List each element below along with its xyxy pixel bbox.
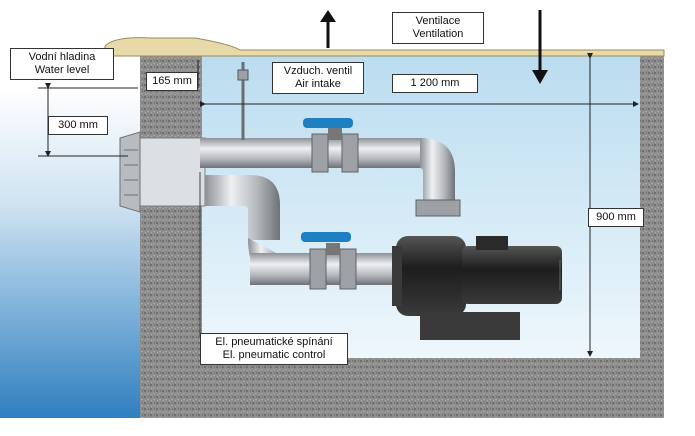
ventilation-label: Ventilace Ventilation (392, 12, 484, 44)
dimension-165mm: 165 mm (146, 72, 198, 91)
dimension-lines (38, 53, 639, 357)
water-level-line2: Water level (34, 64, 90, 76)
ventilation-line1: Ventilace (415, 15, 461, 27)
ventilation-line2: Ventilation (412, 28, 464, 40)
pneumatic-control-line1: El. pneumatické spínání (215, 336, 333, 348)
deck-lid (104, 37, 665, 57)
water-level-label: Vodní hladina Water level (10, 48, 114, 80)
water-level-line1: Vodní hladina (28, 51, 96, 63)
air-intake-line1: Vzduch. ventil (283, 65, 353, 77)
ventilation-arrows (320, 10, 548, 84)
pneumatic-control-line2: El. pneumatic control (222, 349, 326, 361)
air-intake-line2: Air intake (295, 78, 341, 90)
lower-pipe (205, 175, 410, 290)
pump-unit (392, 236, 562, 340)
dimension-900mm: 900 mm (588, 208, 644, 227)
upper-pipe (200, 118, 461, 217)
dimension-300mm: 300 mm (48, 116, 108, 135)
dimension-1200mm: 1 200 mm (392, 74, 478, 93)
air-intake-label: Vzduch. ventil Air intake (272, 62, 364, 94)
jet-nozzle (119, 131, 206, 213)
pneumatic-control-label: El. pneumatické spínání El. pneumatic co… (200, 333, 348, 365)
